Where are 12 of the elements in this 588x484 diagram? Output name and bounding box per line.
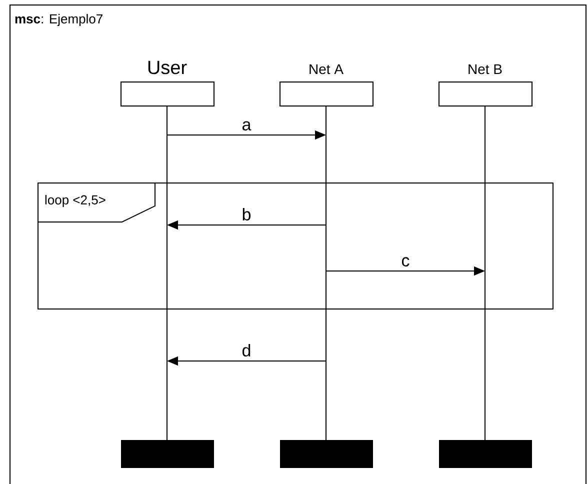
instance-lifeline: Net A — [280, 64, 374, 468]
message-label: d — [242, 344, 250, 356]
node-label: User — [148, 60, 187, 74]
node-label: Net A — [310, 64, 344, 74]
instance-lifeline: User — [120, 60, 214, 468]
message-label: b — [242, 208, 251, 220]
node-label: Net B — [468, 64, 502, 74]
message-label: a — [242, 121, 252, 130]
loop-label: loop <2,5> — [45, 194, 106, 208]
diagram-title: msc: Ejemplo7 — [15, 14, 102, 26]
instance-lifeline: Net B — [438, 64, 532, 468]
message-label: c — [402, 257, 410, 266]
